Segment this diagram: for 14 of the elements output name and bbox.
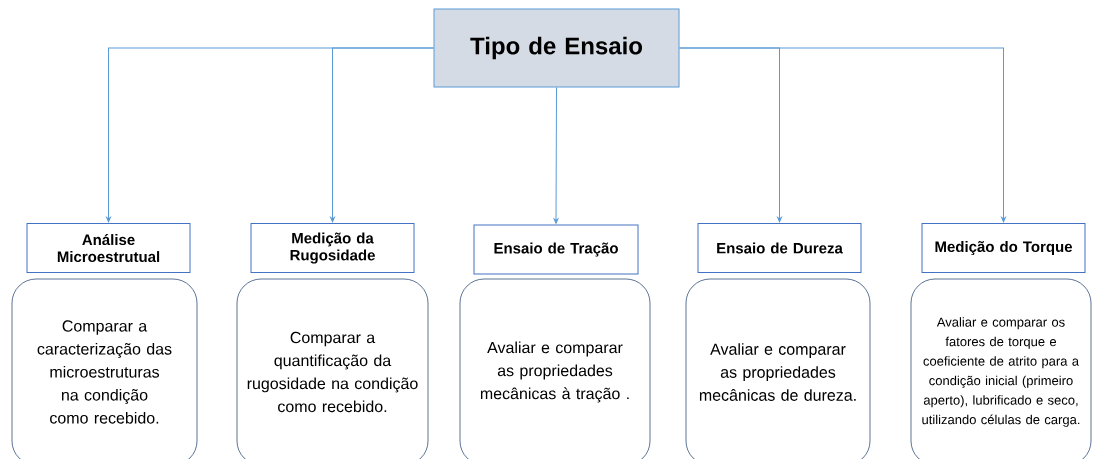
header-box: Análise Microestrutual (26, 223, 191, 273)
description-box: Avaliar e comparar as propriedades mecânicas de dureza. (685, 278, 871, 459)
description-box: Comparar a quantificação da rugosidade na condição como recebido. (236, 278, 429, 459)
header-box: Ensaio de Dureza (697, 223, 862, 273)
header-box: Medição do Torque (921, 223, 1086, 273)
arrow (330, 47, 434, 223)
arrow (553, 87, 559, 224)
description-box: Avaliar e comparar as propriedades mecânicas à tração . (459, 278, 651, 459)
description-box: Avaliar e comparar os fatores de torque e coeficiente de atrito para a condição inicial (primeiro aperto), lubrificado e seco, utilizando células de carga. (910, 278, 1092, 459)
header-box: Ensaio de Tração (473, 224, 639, 275)
title-box: Tipo de Ensaio (433, 8, 680, 88)
description-box: Comparar a caracterização das microestruturas na condição como recebido. (11, 278, 198, 459)
arrow (679, 47, 1006, 223)
header-box: Medição da Rugosidade (250, 223, 415, 273)
